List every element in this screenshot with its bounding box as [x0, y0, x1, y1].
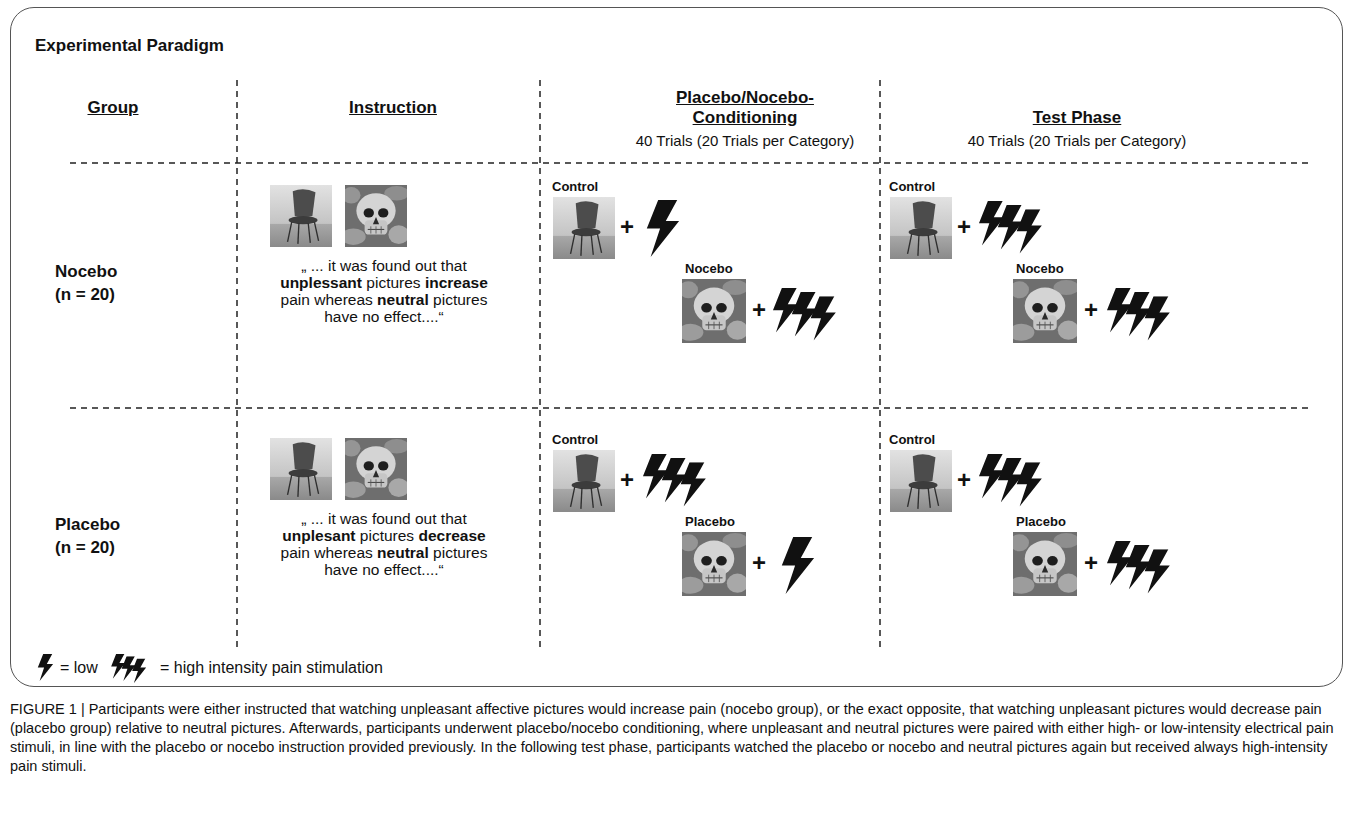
unpleasant-picture: [341, 185, 409, 247]
row-divider: [70, 162, 1310, 164]
column-header: Test Phase: [987, 108, 1167, 128]
instruction-keyword: unplessant: [280, 274, 362, 291]
legend-text: = low: [60, 659, 98, 677]
plus-sign: +: [620, 468, 634, 492]
column-header: Placebo/Nocebo-Conditioning: [655, 88, 835, 128]
picture-tag: Nocebo: [683, 261, 735, 276]
high-pain-bolts: [979, 454, 1042, 507]
instruction-text: „ ... it was found out that unplessant p…: [280, 257, 488, 325]
legend-low-bolt: [38, 654, 53, 681]
instruction-fragment: pictures: [366, 274, 420, 291]
plus-sign: +: [957, 468, 971, 492]
high-pain-bolts: [643, 454, 706, 507]
instruction-keyword: unplesant: [282, 527, 355, 544]
neutral-picture: [270, 438, 332, 500]
high-pain-bolts: [1107, 288, 1170, 341]
grid-dashes: [70, 80, 1310, 648]
plus-sign: +: [752, 551, 766, 575]
picture-tag: Placebo: [683, 514, 737, 529]
unpleasant-picture: [1009, 532, 1079, 596]
group-size: (n = 20): [55, 538, 115, 558]
plus-sign: +: [1084, 551, 1098, 575]
picture-tag: Control: [887, 179, 937, 194]
plus-sign: +: [957, 215, 971, 239]
picture-tag: Control: [550, 432, 600, 447]
low-pain-bolt: [647, 200, 679, 257]
unpleasant-picture: [678, 279, 748, 343]
neutral-picture: [553, 450, 615, 512]
instruction-fragment: pain whereas: [281, 544, 373, 561]
picture-tag: Control: [887, 432, 937, 447]
trial-count: 40 Trials (20 Trials per Category): [575, 132, 915, 150]
legend-high-bolts: [111, 654, 146, 683]
instruction-fragment: pictures: [360, 527, 414, 544]
instruction-keyword: decrease: [418, 527, 485, 544]
group-size: (n = 20): [55, 285, 115, 305]
plus-sign: +: [620, 215, 634, 239]
instruction-keyword: increase: [425, 274, 488, 291]
instruction-fragment: „ ... it was found out that: [301, 510, 466, 527]
plus-sign: +: [752, 298, 766, 322]
picture-tag: Placebo: [1014, 514, 1068, 529]
column-divider: [236, 80, 238, 648]
unpleasant-picture: [1009, 279, 1079, 343]
instruction-text: „ ... it was found out that unplesant pi…: [280, 510, 488, 578]
panel-title: Experimental Paradigm: [35, 36, 224, 56]
neutral-picture: [890, 450, 952, 512]
picture-tag: Control: [550, 179, 600, 194]
low-pain-bolt: [782, 537, 814, 594]
neutral-picture: [270, 185, 332, 247]
instruction-keyword: neutral: [377, 544, 429, 561]
column-divider: [539, 80, 541, 648]
picture-tag: Nocebo: [1014, 261, 1066, 276]
high-pain-bolts: [1107, 541, 1170, 594]
paradigm-panel: Experimental Paradigm: [10, 7, 1343, 687]
instruction-fragment: pain whereas: [281, 291, 373, 308]
unpleasant-picture: [678, 532, 748, 596]
group-name: Nocebo: [55, 262, 117, 282]
column-header: Instruction: [293, 98, 493, 118]
instruction-fragment: „ ... it was found out that: [301, 257, 466, 274]
figure-caption: FIGURE 1 | Participants were either inst…: [10, 700, 1345, 776]
neutral-picture: [890, 197, 952, 259]
instruction-keyword: neutral: [377, 291, 429, 308]
group-name: Placebo: [55, 515, 120, 535]
trial-count: 40 Trials (20 Trials per Category): [907, 132, 1247, 150]
column-divider: [879, 80, 881, 648]
high-pain-bolts: [979, 201, 1042, 254]
high-pain-bolts: [773, 288, 836, 341]
column-header: Group: [53, 98, 173, 118]
plus-sign: +: [1084, 298, 1098, 322]
unpleasant-picture: [341, 438, 409, 500]
legend-text: = high intensity pain stimulation: [160, 659, 383, 677]
neutral-picture: [553, 197, 615, 259]
row-divider: [70, 407, 1310, 409]
